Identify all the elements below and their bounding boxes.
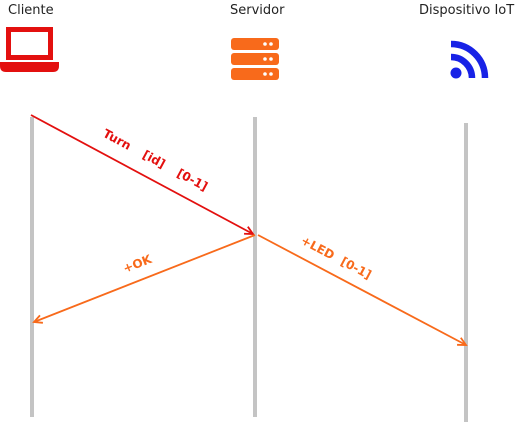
actor-label-cliente: Cliente bbox=[8, 3, 54, 18]
wifi-icon bbox=[450, 40, 489, 79]
message-arrow-ok bbox=[32, 234, 256, 324]
message-label-turn-range: [0-1] bbox=[175, 166, 210, 194]
actor-label-dispositivo: Dispositivo IoT bbox=[419, 3, 514, 18]
message-label-ok: +OK bbox=[121, 252, 154, 276]
server-icon bbox=[231, 38, 279, 80]
actor-label-servidor: Servidor bbox=[230, 3, 285, 18]
message-label-turn: Turn bbox=[101, 126, 134, 152]
message-label-id: [id] bbox=[140, 148, 167, 172]
message-label-led: +LED bbox=[299, 233, 337, 262]
message-arrow-turn bbox=[30, 114, 255, 235]
message-label-led-range: [0-1] bbox=[338, 254, 373, 282]
laptop-icon bbox=[0, 27, 59, 72]
message-arrow-led bbox=[257, 234, 468, 346]
